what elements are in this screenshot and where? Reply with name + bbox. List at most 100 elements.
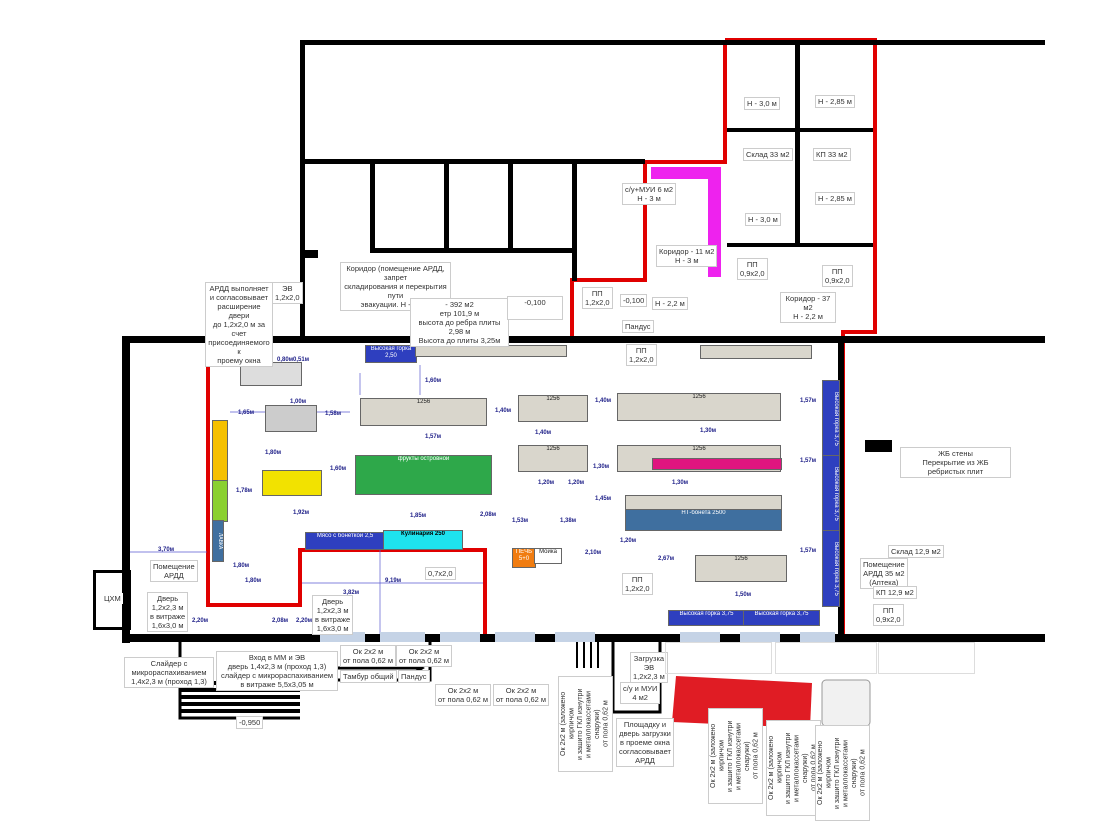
window [440, 632, 480, 642]
dimension: 1,80м [233, 563, 250, 569]
label-corridor-11: Коридор - 11 м2 Н - 3 м [656, 245, 718, 267]
culinary-counter: Кулинария 250 [383, 530, 463, 550]
wall [444, 159, 449, 253]
promo-rack [652, 458, 782, 470]
window [555, 632, 595, 642]
label-pp-door: ПП 0,9х2,0 [737, 258, 768, 280]
label-bricked-window: Ок 2х2 м (заложено кирпичом и зашито ГКЛ… [815, 725, 870, 821]
leased-area-boundary [206, 38, 877, 642]
tsxm-room [93, 570, 131, 630]
label-tsxm: ЦХМ [102, 593, 123, 604]
label-door-07: 0,7х2,0 [425, 567, 456, 580]
label-ardd-room: Помещение АРДД [150, 560, 198, 582]
dimension: 1,80м [265, 450, 282, 456]
label-pp-door: ПП 1,2х2,0 [622, 573, 653, 595]
note-ardd-door-expansion: АРДД выполняет и согласовывает расширени… [205, 282, 273, 367]
wall [727, 243, 873, 247]
dimension: 1,40м [495, 408, 512, 414]
label-level: -0,950 [236, 716, 264, 729]
dimension: 1,65м [238, 410, 255, 416]
dimension: 1,50м [735, 592, 752, 598]
canopy-zone [878, 642, 975, 674]
label-ramp: Пандус [398, 670, 430, 683]
wall-rack-top-right [700, 345, 812, 359]
produce-wall-green [212, 480, 228, 522]
label-height: Н - 3,0 м [744, 97, 780, 110]
wall [300, 40, 305, 258]
label-bricked-window: Ок 2х2 м (заложено кирпичом и зашито ГКЛ… [558, 676, 613, 772]
label-slider: Слайдер с микрораспахиванием 1,4х2,3 м (… [124, 657, 214, 688]
lavka: ЛАВКА [212, 520, 224, 562]
dimension: 2,08м [272, 618, 289, 624]
dimension: 1,78м [236, 488, 253, 494]
high-rack-250: Высокая горка 2,50 [365, 345, 417, 363]
dimension: 0,80м [277, 357, 294, 363]
dimension: 1,57м [425, 434, 442, 440]
label-pharmacy-room: Помещение АРДД 35 м2 (Аптека) [860, 558, 908, 589]
dimension: 9,19м [385, 578, 402, 584]
dimension: 1,00м [290, 399, 307, 405]
dimension: 1,40м [535, 430, 552, 436]
label-pp-door: ПП 0,9х2,0 [822, 265, 853, 287]
dimension: 2,20м [296, 618, 313, 624]
window [680, 632, 720, 642]
label-area-info: - 392 м2 етр 101,9 м высота до ребра пли… [410, 298, 509, 347]
gondola: 1256 [360, 398, 487, 426]
label-wc: с/у+МУИ 6 м2 Н - 3 м [622, 183, 677, 205]
high-rack-375-bottom-b: Высокая горка 3,75 [743, 610, 820, 626]
label-pp-door: ПП 0,9х2,0 [873, 604, 904, 626]
window [495, 632, 535, 642]
label-kp-33: КП 33 м2 [813, 148, 851, 161]
window [740, 632, 780, 642]
label-ev-door: ЭВ 1,2х2,0 [272, 282, 303, 304]
wall [300, 159, 645, 164]
canopy-zone [775, 642, 877, 674]
wall [300, 250, 318, 258]
label-warehouse-129: Склад 12,9 м2 [888, 545, 944, 558]
wash: Мойка [534, 548, 562, 564]
label-height: Н - 3,0 м [745, 213, 781, 226]
dimension: 1,60м [425, 378, 442, 384]
gondola: 1256 [518, 395, 588, 422]
label-ramp-top: Пандус [622, 320, 654, 333]
wall [370, 159, 375, 253]
dimension: 1,57м [800, 458, 817, 464]
label-warehouse-33: Склад 33 м2 [743, 148, 793, 161]
dimension: 1,20м [568, 480, 585, 486]
dimension: 1,80м [245, 578, 262, 584]
label-height: Н - 2,2 м [652, 297, 688, 310]
label-door-left: Дверь 1,2х2,3 м в витраже 1,6х3,0 м [147, 592, 189, 632]
truck-cab [821, 679, 871, 727]
dimension: 1,30м [593, 464, 610, 470]
gondola: 1256 [617, 393, 781, 421]
dimension: 1,45м [595, 496, 612, 502]
high-rack-375-right-c: Высокая горка 3,75 [822, 530, 840, 607]
bottle-rack: НТ-бонета 2500 [625, 509, 782, 531]
label-entrance: Вход в ММ и ЭВ дверь 1,4х2,3 м (проход 1… [216, 651, 338, 691]
wall [300, 40, 1045, 45]
wall [838, 336, 844, 641]
label-corridor-37: Коридор - 37 м2 Н - 2,2 м [780, 292, 836, 323]
high-rack-375-bottom-a: Высокая горка 3,75 [668, 610, 745, 626]
dimension: 1,38м [560, 518, 577, 524]
loading-steps [576, 642, 599, 668]
gondola: 1256 [695, 555, 787, 582]
dimension: 1,92м [293, 510, 310, 516]
high-rack-375-right-b: Высокая горка 3,75 [822, 455, 840, 532]
label-height: Н - 2,85 м [815, 192, 855, 205]
label-window: Ок 2х2 м от пола 0,62 м [435, 684, 492, 706]
wall [572, 159, 577, 281]
label-loading: Загрузка ЭВ 1,2х2,3 м [630, 652, 668, 683]
wall [865, 440, 892, 452]
oven: ПЕЧЬ 5+0 [512, 548, 536, 568]
dimension: 1,20м [538, 480, 555, 486]
dimension: 1,40м [595, 398, 612, 404]
label-bricked-window: Ок 2х2 м (заложено кирпичом и зашито ГКЛ… [708, 708, 763, 804]
label-pp-door: ПП 1,2х2,0 [626, 344, 657, 366]
window [320, 632, 365, 642]
dimension: 1,30м [672, 480, 689, 486]
label-window: Ок 2х2 м от пола 0,62 м [396, 645, 453, 667]
cable-tray-note [651, 167, 721, 179]
gondola: 1256 [518, 445, 588, 472]
